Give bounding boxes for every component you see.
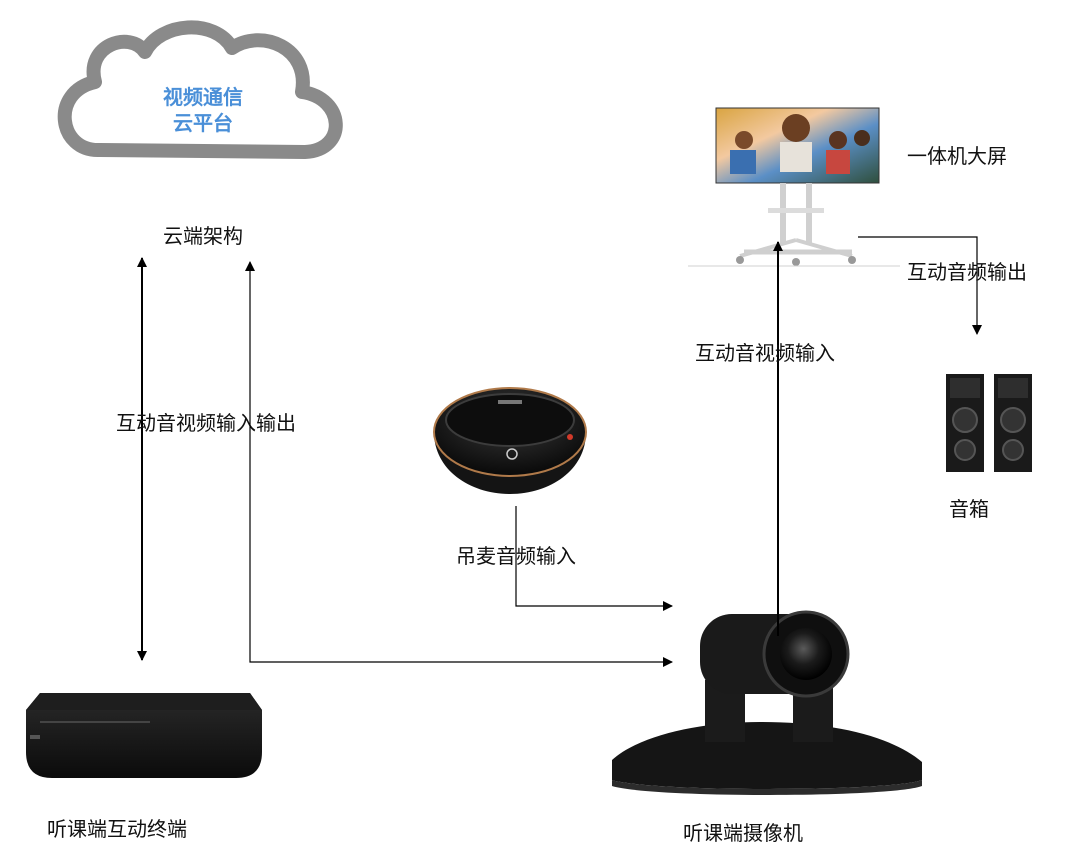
speaker-icon bbox=[946, 374, 1032, 472]
speakers-label: 音箱 bbox=[949, 497, 989, 521]
screen-speakers-connector bbox=[858, 236, 982, 335]
cloud-terminal-flow-label: 互动音视频输入输出 bbox=[116, 411, 296, 435]
camera-label: 听课端摄像机 bbox=[683, 821, 803, 845]
set-top-box-icon bbox=[26, 693, 262, 778]
camera-screen-flow-label: 互动音视频输入 bbox=[695, 341, 835, 365]
cloud-camera-connector bbox=[245, 261, 673, 667]
terminal-label: 听课端互动终端 bbox=[47, 817, 187, 841]
mic-camera-connector bbox=[515, 506, 673, 611]
microphone-icon bbox=[433, 387, 587, 494]
ptz-camera-icon bbox=[612, 610, 922, 795]
display-screen-icon bbox=[715, 107, 880, 266]
cloud-platform-title-line1: 视频通信 bbox=[163, 85, 243, 109]
screen-label: 一体机大屏 bbox=[907, 144, 1007, 168]
cloud-icon bbox=[57, 20, 343, 159]
cloud-platform-title-line2: 云平台 bbox=[173, 111, 233, 135]
screen-speakers-flow-label: 互动音频输出 bbox=[907, 260, 1027, 284]
cloud-architecture-label: 云端架构 bbox=[163, 224, 243, 248]
